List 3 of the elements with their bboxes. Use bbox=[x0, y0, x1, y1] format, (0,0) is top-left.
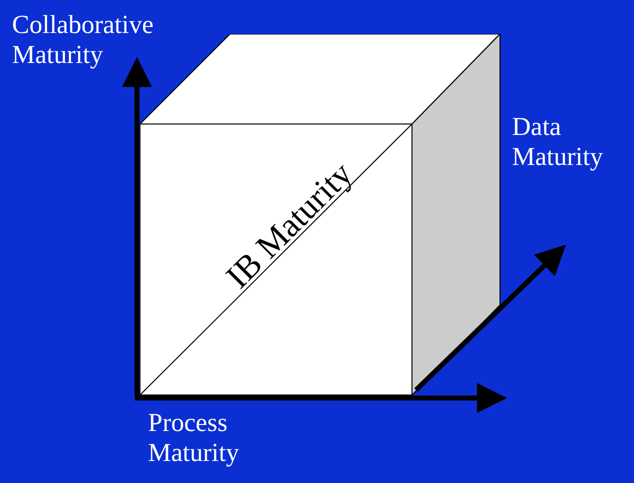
axis-label: Process Maturity bbox=[148, 408, 240, 468]
axis-label: Collaborative Maturity bbox=[12, 10, 155, 70]
axis-label: Data Maturity bbox=[512, 112, 604, 172]
